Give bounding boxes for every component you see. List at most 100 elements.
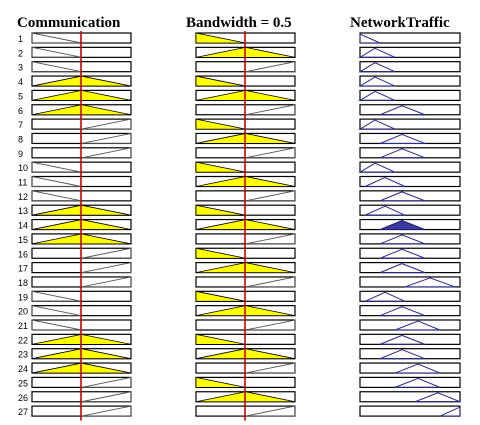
output-mf-shape	[358, 62, 396, 73]
output-mf-cell	[359, 118, 461, 130]
bw-mf-shape	[195, 118, 246, 130]
output-mf-shape	[379, 191, 426, 202]
output-mf-shape	[364, 205, 406, 216]
comm-mf-shape	[81, 118, 132, 130]
output-mf-cell	[359, 391, 461, 403]
rule-number: 14	[18, 221, 28, 231]
output-mf-shape	[379, 133, 426, 144]
output-mf-shape	[358, 90, 396, 101]
comm-mf-shape	[31, 61, 82, 73]
output-mf-cell	[359, 405, 461, 417]
output-mf-shape	[379, 105, 426, 116]
rule-number: 7	[18, 120, 23, 130]
bw-mf-shape	[245, 147, 296, 159]
bw-mf-shape	[245, 61, 296, 73]
output-mf-shape	[358, 119, 396, 130]
comm-mf-shape	[31, 319, 82, 331]
rule-number: 17	[18, 264, 28, 274]
rule-number: 10	[18, 163, 28, 173]
bw-mf-shape	[245, 276, 296, 288]
output-mf-shape	[379, 306, 426, 317]
output-mf-cell	[359, 348, 461, 360]
output-mf-cell	[359, 147, 461, 159]
bw-mf-shape	[195, 75, 246, 87]
comm-mf-shape	[81, 405, 132, 417]
output-mf-shape	[404, 277, 456, 288]
output-mf-cell	[359, 319, 461, 331]
rule-number: 23	[18, 350, 28, 360]
output-mf-shape	[358, 162, 396, 173]
rule-number: 16	[18, 249, 28, 259]
output-mf-cell	[359, 75, 461, 87]
comm-mf-shape	[31, 305, 82, 317]
output-mf-shape	[379, 248, 426, 259]
output-mf-cell	[359, 132, 461, 145]
bw-mf-shape	[245, 104, 296, 116]
bw-mf-shape	[245, 362, 296, 374]
output-mf-cell	[359, 161, 461, 173]
rule-number: 20	[18, 307, 28, 317]
rule-number: 4	[18, 77, 23, 87]
comm-mf-shape	[31, 290, 82, 302]
comm-mf-shape	[31, 32, 82, 44]
bw-mf-shape	[245, 405, 296, 417]
comm-mf-shape	[81, 276, 132, 288]
output-mf-cell	[359, 233, 461, 245]
rule-number: 5	[18, 91, 23, 101]
rule-number: 18	[18, 278, 28, 288]
rule-number: 24	[18, 364, 28, 374]
output-mf-cell	[359, 305, 461, 317]
bw-mf-shape	[195, 204, 246, 216]
output-mf-shape	[394, 363, 441, 374]
output-mf-shape	[394, 377, 441, 388]
comm-mf-shape	[81, 132, 132, 144]
output-column-title: NetworkTraffic	[350, 15, 450, 31]
comm-mf-shape	[31, 190, 82, 202]
rule-number: 12	[18, 192, 28, 202]
bw-mf-shape	[195, 376, 246, 388]
output-mf-shape	[379, 263, 426, 274]
output-mf-cell	[359, 175, 461, 188]
bw-mf-shape	[245, 190, 296, 202]
output-mf-cell	[359, 104, 461, 116]
comm-mf-shape	[31, 46, 82, 58]
output-mf-cell	[359, 32, 461, 44]
output-mf-cell	[359, 61, 461, 73]
comm-mf-shape	[81, 147, 132, 159]
output-mf-shape	[379, 334, 426, 345]
bw-mf-shape	[195, 247, 246, 259]
comm-mf-shape	[81, 247, 132, 259]
comm-mf-shape	[81, 376, 132, 388]
input2-column-title: Bandwidth = 0.5	[186, 15, 292, 31]
output-mf-cell	[359, 262, 461, 274]
bw-mf-shape	[245, 233, 296, 245]
rule-number: 1	[18, 34, 23, 44]
output-mf-cell	[359, 333, 461, 345]
output-mf-cell	[359, 362, 461, 374]
output-mf-shape	[359, 33, 381, 44]
rule-number: 19	[18, 292, 28, 302]
rule-number: 26	[18, 393, 28, 403]
bw-mf-shape	[245, 319, 296, 331]
output-mf-shape	[394, 320, 441, 331]
bw-mf-shape	[195, 333, 246, 345]
comm-mf-shape	[81, 391, 132, 403]
output-mf-cell	[359, 247, 461, 259]
input1-column-title: Communication	[17, 15, 121, 31]
output-mf-cell	[359, 46, 461, 58]
bw-mf-shape	[195, 32, 246, 44]
rule-number: 27	[18, 407, 28, 417]
bw-mf-shape	[195, 161, 246, 173]
comm-mf-shape	[31, 175, 82, 187]
rule-number: 8	[18, 134, 23, 144]
output-mf-shape	[414, 392, 461, 403]
output-mf-cell	[359, 190, 461, 202]
output-mf-cell	[359, 376, 461, 388]
output-mf-cell	[359, 290, 461, 302]
output-mf-shape	[379, 148, 426, 159]
rule-number: 9	[18, 149, 23, 159]
output-mf-shape	[379, 234, 426, 245]
output-mf-shape	[379, 349, 426, 360]
rule-number: 15	[18, 235, 28, 245]
